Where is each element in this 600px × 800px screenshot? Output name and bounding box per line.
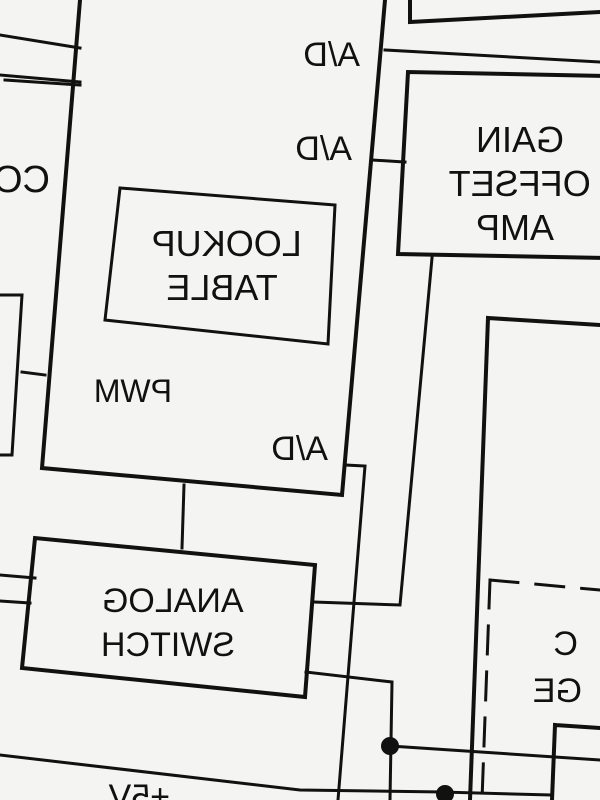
supply-label: +5V bbox=[108, 778, 170, 800]
left-partial-block bbox=[3, 78, 82, 87]
junction-dot bbox=[381, 737, 399, 755]
ad-top-label: A/D bbox=[303, 36, 360, 74]
lookup-table-label: LOOKUP TABLE bbox=[142, 223, 301, 308]
ad-bottom-label: A/D bbox=[271, 430, 328, 468]
wire-switch-left-b bbox=[0, 599, 32, 605]
wire-switch-right-down bbox=[304, 670, 394, 800]
wire-bus-left-a bbox=[0, 33, 82, 50]
top-partial-box bbox=[408, 0, 600, 25]
wire-ad-bottom-to-down bbox=[336, 463, 367, 800]
wire-ad-mid bbox=[370, 158, 407, 164]
wire-controller-to-switch bbox=[180, 483, 186, 550]
wire-bus-bottom-c bbox=[440, 790, 552, 797]
wire-switch-left-a bbox=[0, 573, 37, 580]
large-right-block bbox=[467, 315, 600, 800]
wire-bus-bottom-b bbox=[0, 753, 444, 794]
wire-gain-amp-down bbox=[313, 256, 434, 607]
junction-dot bbox=[436, 785, 454, 800]
ad-mid-label: A/D bbox=[295, 130, 352, 168]
bottom-inner-block bbox=[549, 722, 600, 800]
pwm-label: PWM bbox=[94, 373, 172, 409]
analog-switch-label: ANALOG SWITCH bbox=[92, 582, 243, 664]
wire-ad-top bbox=[383, 48, 600, 64]
gain-offset-amp-label: GAIN OFFSET AMP bbox=[439, 119, 590, 248]
wire-bus-bottom-a bbox=[388, 744, 600, 762]
left-partial-block-label: CO bbox=[0, 159, 50, 201]
controller-box bbox=[39, 0, 388, 498]
lookup-table-box bbox=[103, 186, 337, 346]
wire-pwm bbox=[20, 370, 47, 377]
wire-bus-left-b bbox=[0, 73, 82, 84]
pwm-side-block bbox=[0, 293, 24, 457]
right-dashed-block-label: C GE bbox=[533, 625, 582, 710]
dashed-block bbox=[480, 578, 600, 800]
analog-switch-box bbox=[19, 535, 318, 700]
